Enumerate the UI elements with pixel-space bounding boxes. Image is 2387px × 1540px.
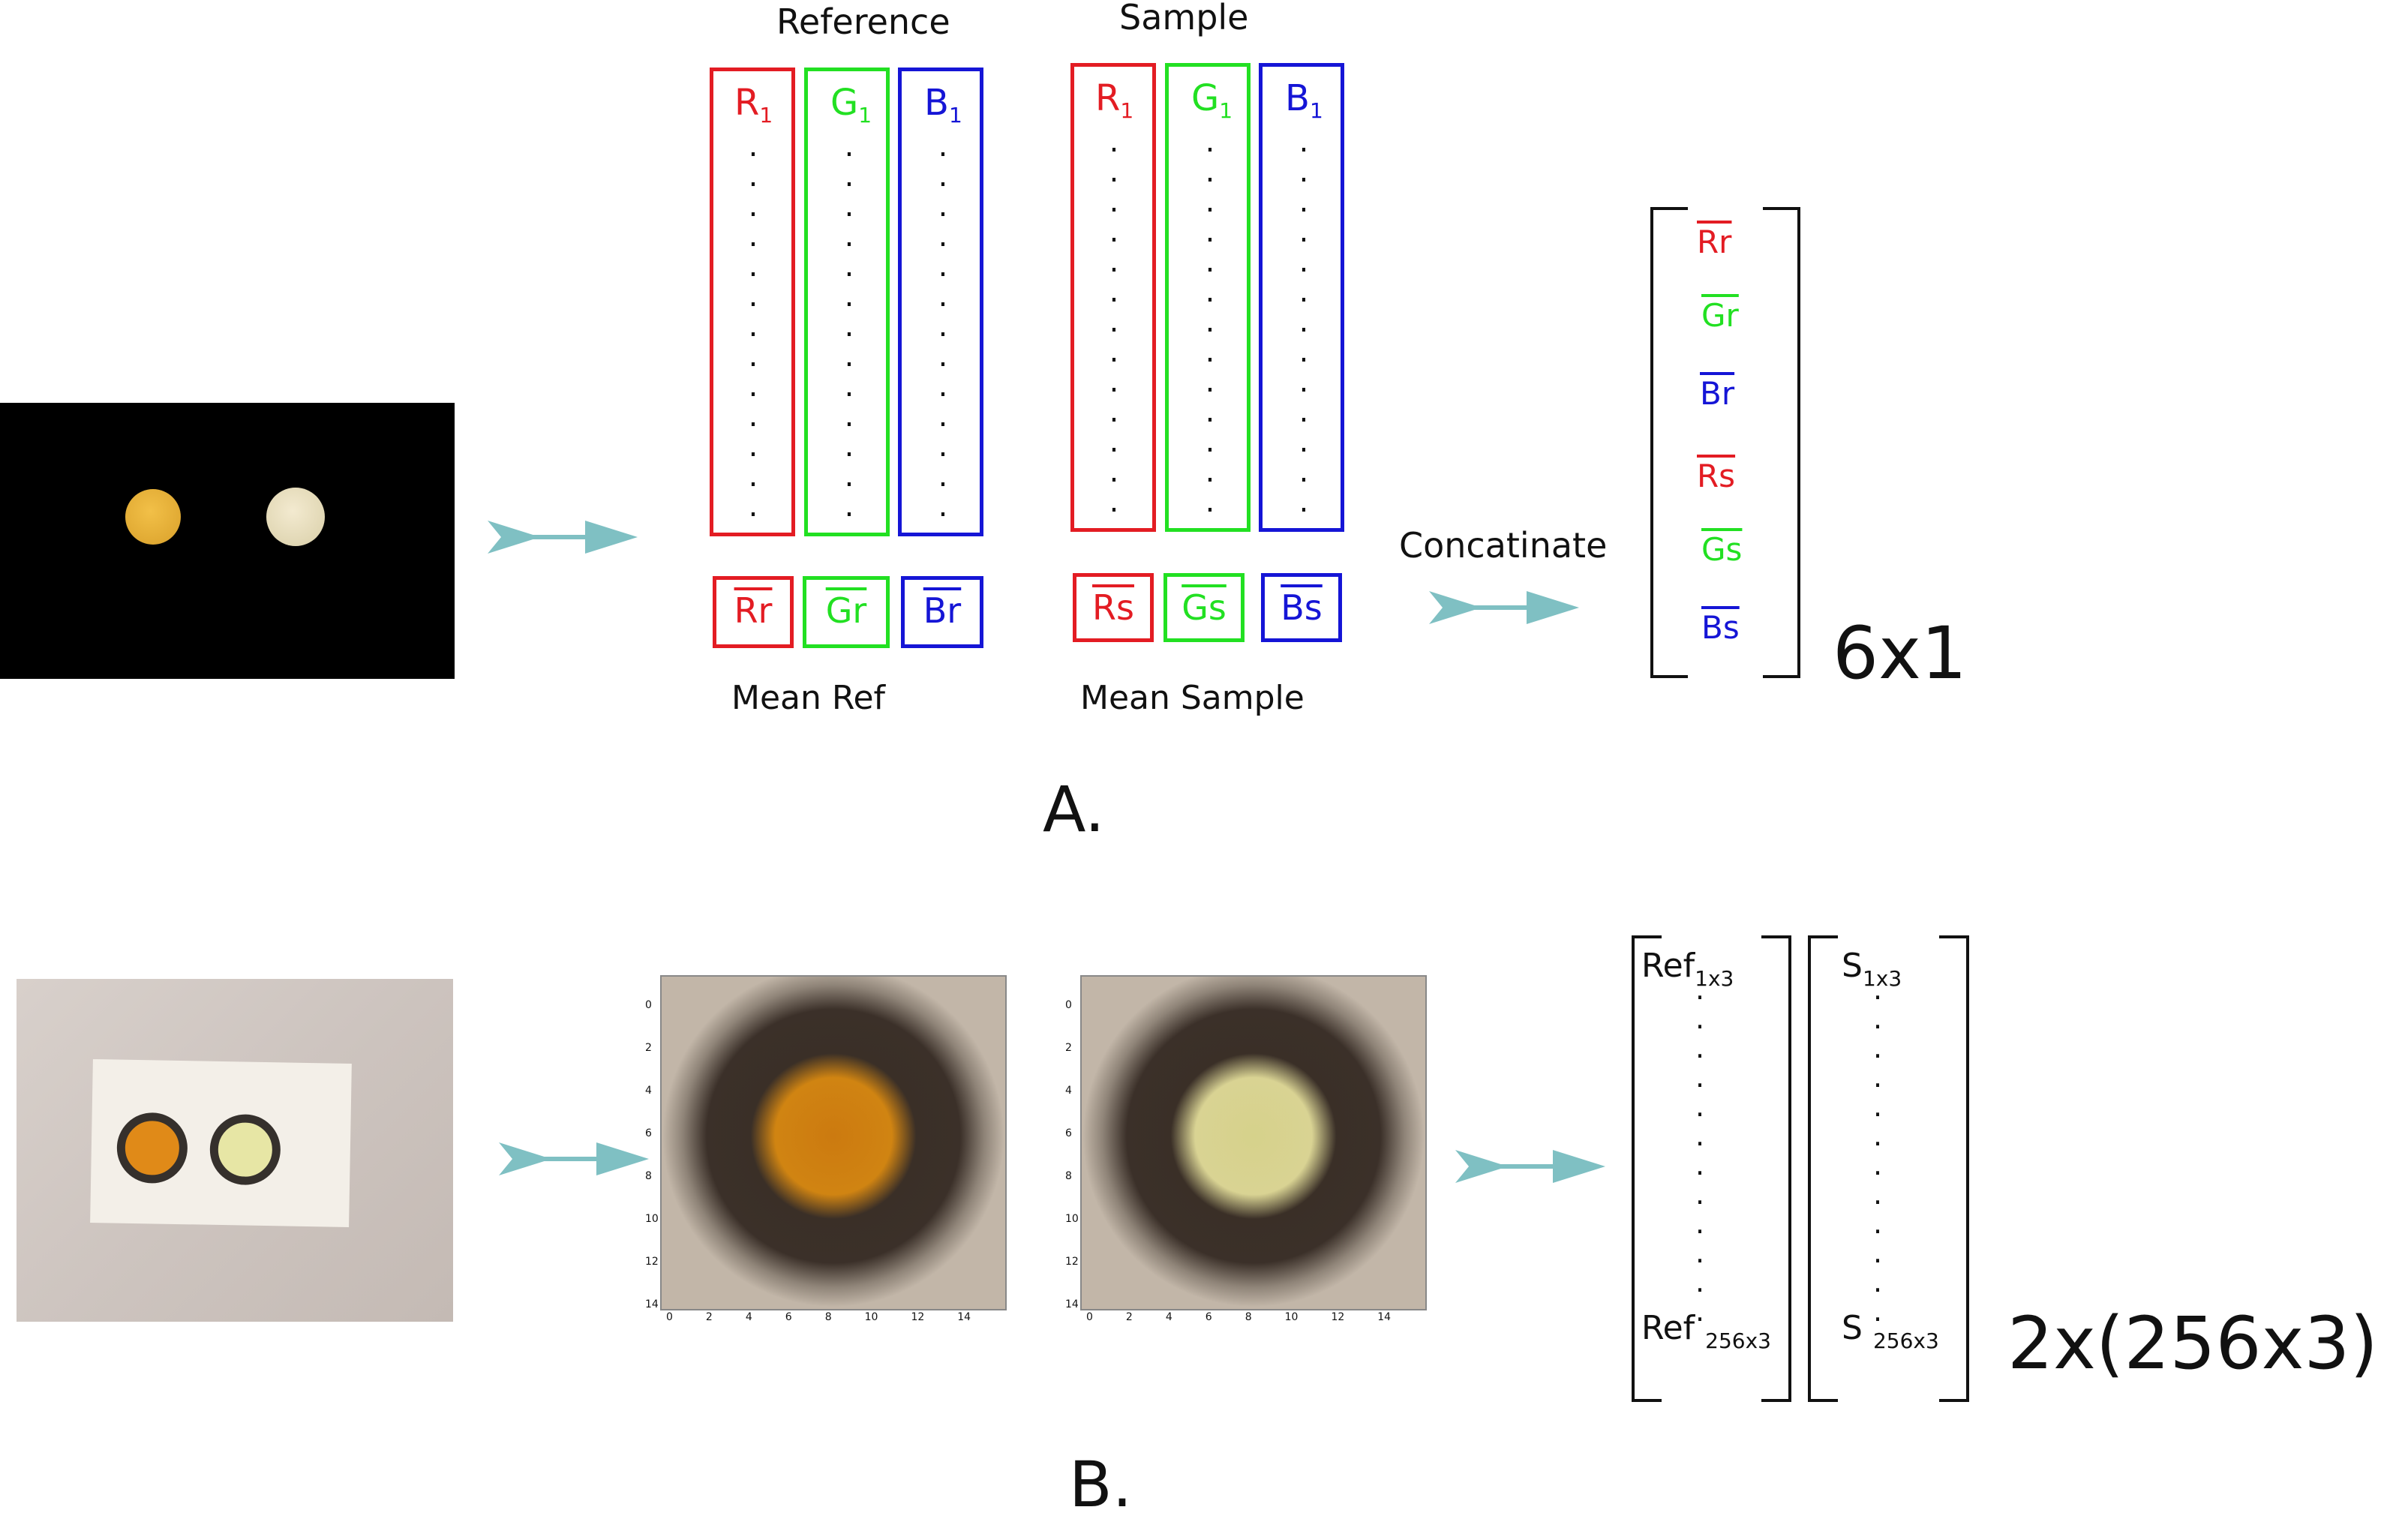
- mean-gs-box: Gs: [1163, 573, 1245, 642]
- ref-r-column: R1 .............: [710, 68, 795, 536]
- sample-title: Sample: [1119, 0, 1249, 38]
- photo-part-a: [0, 403, 455, 679]
- matrix-ref-right-bracket: [1761, 935, 1791, 1402]
- ref-pixel-image: [660, 975, 1007, 1310]
- matrix-s-right-bracket: [1939, 935, 1969, 1402]
- ref-r-header: R1: [734, 82, 773, 128]
- matrix-ref-dots: ............: [1695, 973, 1705, 1328]
- sample-b-header: B1: [1285, 77, 1323, 123]
- vector-rr: Rr: [1697, 224, 1732, 260]
- mean-sample-caption: Mean Sample: [1080, 679, 1305, 717]
- matrix-ref-top: Ref1x3: [1641, 947, 1734, 991]
- column-dots: .............: [1205, 125, 1215, 519]
- arrow-icon: [1429, 591, 1579, 624]
- matrix-ref-bottom: Ref 256x3: [1641, 1309, 1771, 1353]
- matrix-size-label: 2x(256x3): [2007, 1301, 2378, 1385]
- matrix-s-dots: ............: [1872, 973, 1883, 1328]
- column-dots: .............: [844, 129, 854, 524]
- matrix-s-bottom: S 256x3: [1842, 1309, 1939, 1353]
- arrow-icon: [1455, 1150, 1605, 1183]
- mean-br-box: Br: [901, 576, 983, 648]
- ref-b-column: B1 .............: [898, 68, 983, 536]
- matrix-s-top: S1x3: [1842, 947, 1902, 991]
- column-dots: .............: [1299, 125, 1309, 519]
- column-dots: .............: [1109, 125, 1119, 519]
- sample-r-header: R1: [1095, 77, 1134, 123]
- mean-bs-box: Bs: [1261, 573, 1342, 642]
- mean-gr-box: Gr: [803, 576, 890, 648]
- photo-part-b: [17, 979, 453, 1322]
- yellow-spot: [209, 1113, 281, 1186]
- vector-bs: Bs: [1701, 609, 1740, 646]
- mean-bs-label: Bs: [1281, 587, 1323, 628]
- part-a-label: A.: [1043, 773, 1105, 846]
- concatinate-label: Concatinate: [1399, 525, 1608, 566]
- sample-b-column: B1 .............: [1259, 63, 1344, 532]
- vector-right-bracket: [1763, 207, 1800, 678]
- matrix-s-left-bracket: [1808, 935, 1838, 1402]
- column-dots: .............: [938, 129, 948, 524]
- ref-b-header: B1: [924, 82, 962, 128]
- vector-gr: Gr: [1701, 297, 1739, 334]
- vector-gs: Gs: [1701, 531, 1743, 568]
- vector-left-bracket: [1650, 207, 1688, 678]
- vector-size-label: 6x1: [1833, 611, 1967, 695]
- sample-g-header: G1: [1191, 77, 1233, 123]
- mean-br-label: Br: [923, 590, 962, 631]
- vector-rs: Rs: [1697, 458, 1736, 494]
- sample-g-column: G1 .............: [1165, 63, 1251, 532]
- mean-rs-box: Rs: [1073, 573, 1154, 642]
- mean-ref-caption: Mean Ref: [731, 679, 886, 717]
- vector-br: Br: [1700, 375, 1735, 412]
- sample-r-column: R1 .............: [1070, 63, 1156, 532]
- sample-pixel-image: [1080, 975, 1427, 1310]
- mean-rs-label: Rs: [1092, 587, 1134, 628]
- mean-gs-label: Gs: [1181, 587, 1227, 628]
- arrow-icon: [488, 521, 638, 554]
- ref-g-header: G1: [830, 82, 872, 128]
- part-b-label: B.: [1069, 1448, 1133, 1521]
- mean-rr-box: Rr: [713, 576, 794, 648]
- orange-spot: [116, 1112, 188, 1184]
- matrix-ref-left-bracket: [1632, 935, 1662, 1402]
- mean-gr-label: Gr: [825, 590, 867, 631]
- cream-disc: [266, 488, 325, 546]
- column-dots: .............: [748, 129, 758, 524]
- arrow-icon: [499, 1142, 649, 1175]
- ref-g-column: G1 .............: [804, 68, 890, 536]
- mean-rr-label: Rr: [734, 590, 773, 631]
- reference-title: Reference: [776, 2, 950, 42]
- yellow-disc: [125, 489, 181, 545]
- paper-card: [90, 1059, 352, 1227]
